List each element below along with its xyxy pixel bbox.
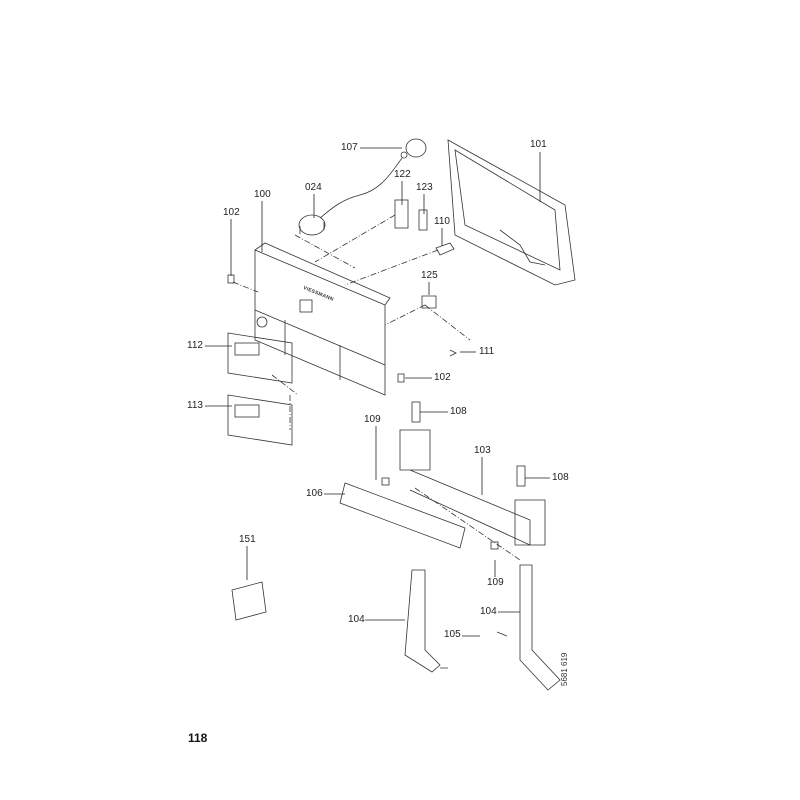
part-123 — [418, 209, 428, 231]
leader-lines — [205, 147, 550, 637]
part-label-102: 102 — [434, 372, 451, 383]
part-125 — [421, 295, 437, 309]
part-label-108: 108 — [450, 406, 467, 417]
part-100-housing — [254, 242, 391, 396]
part-113-control-unit — [227, 394, 293, 446]
part-024-sensor — [298, 214, 326, 236]
part-label-104: 104 — [480, 606, 497, 617]
part-106-cover-strip — [339, 482, 466, 549]
part-111-screw — [449, 349, 457, 357]
part-label-151: 151 — [239, 534, 256, 545]
part-label-109: 109 — [364, 414, 381, 425]
part-label-123: 123 — [416, 182, 433, 193]
part-105-screw — [440, 631, 508, 669]
part-label-109: 109 — [487, 577, 504, 588]
part-107-knob — [319, 138, 427, 219]
part-112-control-unit — [227, 332, 293, 384]
part-109-clip — [490, 541, 499, 550]
part-label-107: 107 — [341, 142, 358, 153]
part-104-bracket — [519, 564, 561, 691]
part-label-024: 024 — [305, 182, 322, 193]
part-110 — [435, 242, 455, 256]
part-label-100: 100 — [254, 189, 271, 200]
part-label-113: 113 — [187, 400, 203, 411]
part-label-111: 111 — [479, 346, 495, 357]
part-label-103: 103 — [474, 445, 491, 456]
part-101-back-cover — [447, 139, 576, 286]
part-151-battery — [231, 581, 267, 621]
assembly-lines — [232, 214, 521, 561]
part-label-122: 122 — [394, 169, 411, 180]
document-number: 5681 619 — [560, 652, 569, 686]
part-label-105: 105 — [444, 629, 461, 640]
part-102-clip — [227, 274, 235, 284]
part-122 — [394, 199, 409, 229]
part-label-101: 101 — [530, 139, 547, 150]
part-label-104: 104 — [348, 614, 365, 625]
part-label-112: 112 — [187, 340, 203, 351]
part-103-rail — [399, 401, 546, 546]
part-label-125: 125 — [421, 270, 438, 281]
part-label-106: 106 — [306, 488, 323, 499]
part-label-102: 102 — [223, 207, 240, 218]
page-number: 118 — [188, 731, 208, 745]
part-102-clip — [397, 373, 405, 383]
part-109-clip — [381, 477, 390, 486]
part-label-108: 108 — [552, 472, 569, 483]
part-104-bracket — [404, 569, 441, 673]
part-label-110: 110 — [434, 216, 450, 227]
